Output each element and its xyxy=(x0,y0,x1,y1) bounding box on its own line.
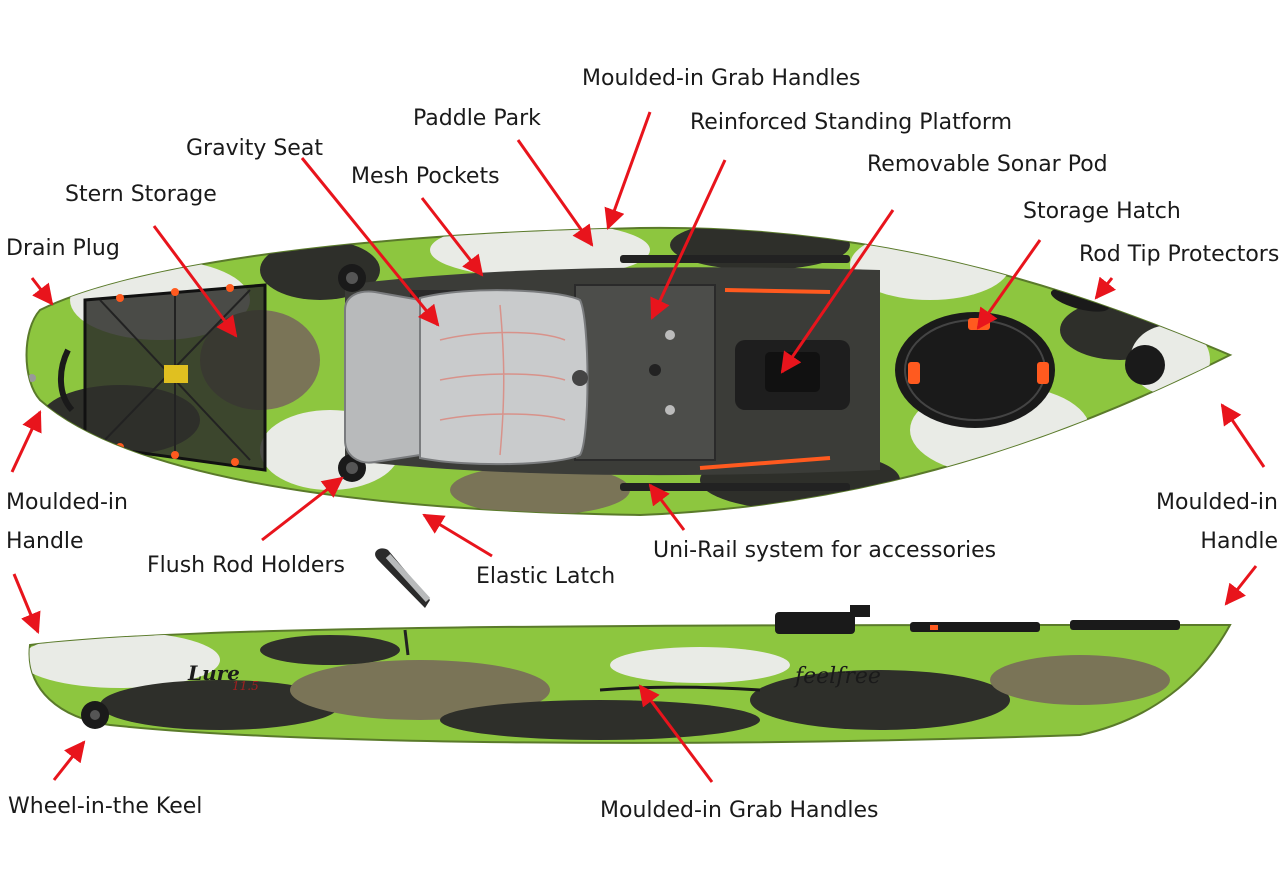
kayak-top-view xyxy=(25,226,1233,517)
callout-arrows xyxy=(10,111,1266,783)
arrow-handle-left-top xyxy=(10,410,42,473)
label-handle-right: Moulded-in Handle xyxy=(1156,490,1278,554)
arrow-sonar-pod xyxy=(780,209,895,374)
hull-brand-text: feelfree xyxy=(793,664,881,689)
arrow-drain-plug xyxy=(30,277,54,306)
arrow-rod-tip-protectors xyxy=(1094,276,1117,300)
arrow-handle-left-side xyxy=(12,573,41,634)
label-gravity-seat: Gravity Seat xyxy=(186,136,323,161)
label-grab-handles-top: Moulded-in Grab Handles xyxy=(582,66,861,91)
label-mesh-pockets: Mesh Pockets xyxy=(351,164,500,189)
arrow-flush-rod-holders xyxy=(261,476,344,542)
arrow-handle-right-side xyxy=(1224,565,1258,606)
label-storage-hatch: Storage Hatch xyxy=(1023,199,1181,224)
arrow-gravity-seat xyxy=(300,157,440,327)
gravity-seat xyxy=(344,289,589,466)
label-paddle-park: Paddle Park xyxy=(413,106,541,131)
arrow-mesh-pockets xyxy=(420,197,484,277)
arrow-handle-right-top xyxy=(1220,403,1266,468)
label-elastic-latch: Elastic Latch xyxy=(476,564,616,589)
arrow-grab-handles-top xyxy=(604,111,652,230)
arrow-wheel-keel xyxy=(52,740,86,781)
label-handle-left: Moulded-in Handle xyxy=(6,490,128,554)
arrow-stern-storage xyxy=(152,225,238,338)
label-rod-tip-protectors: Rod Tip Protectors xyxy=(1079,242,1280,267)
hull-model-text: Lure xyxy=(187,661,240,685)
hull-model-size-text: 11.5 xyxy=(232,679,259,693)
label-drain-plug: Drain Plug xyxy=(6,236,120,261)
label-grab-handles-bottom: Moulded-in Grab Handles xyxy=(600,798,879,823)
label-sonar-pod: Removable Sonar Pod xyxy=(867,152,1108,177)
arrow-uni-rail xyxy=(648,483,686,531)
label-flush-rod-holders: Flush Rod Holders xyxy=(147,553,345,578)
label-wheel-keel: Wheel-in-the Keel xyxy=(8,794,203,819)
arrow-storage-hatch xyxy=(976,239,1042,330)
arrow-elastic-latch xyxy=(422,513,493,558)
kayak-side-view: Lure 11.5 feelfree xyxy=(28,548,1232,744)
arrow-grab-handles-bottom xyxy=(638,684,714,783)
arrow-standing-platform xyxy=(650,159,727,320)
label-uni-rail: Uni-Rail system for accessories xyxy=(653,538,997,563)
label-stern-storage: Stern Storage xyxy=(65,182,217,207)
label-standing-platform: Reinforced Standing Platform xyxy=(690,110,1013,135)
arrow-paddle-park xyxy=(516,139,594,247)
